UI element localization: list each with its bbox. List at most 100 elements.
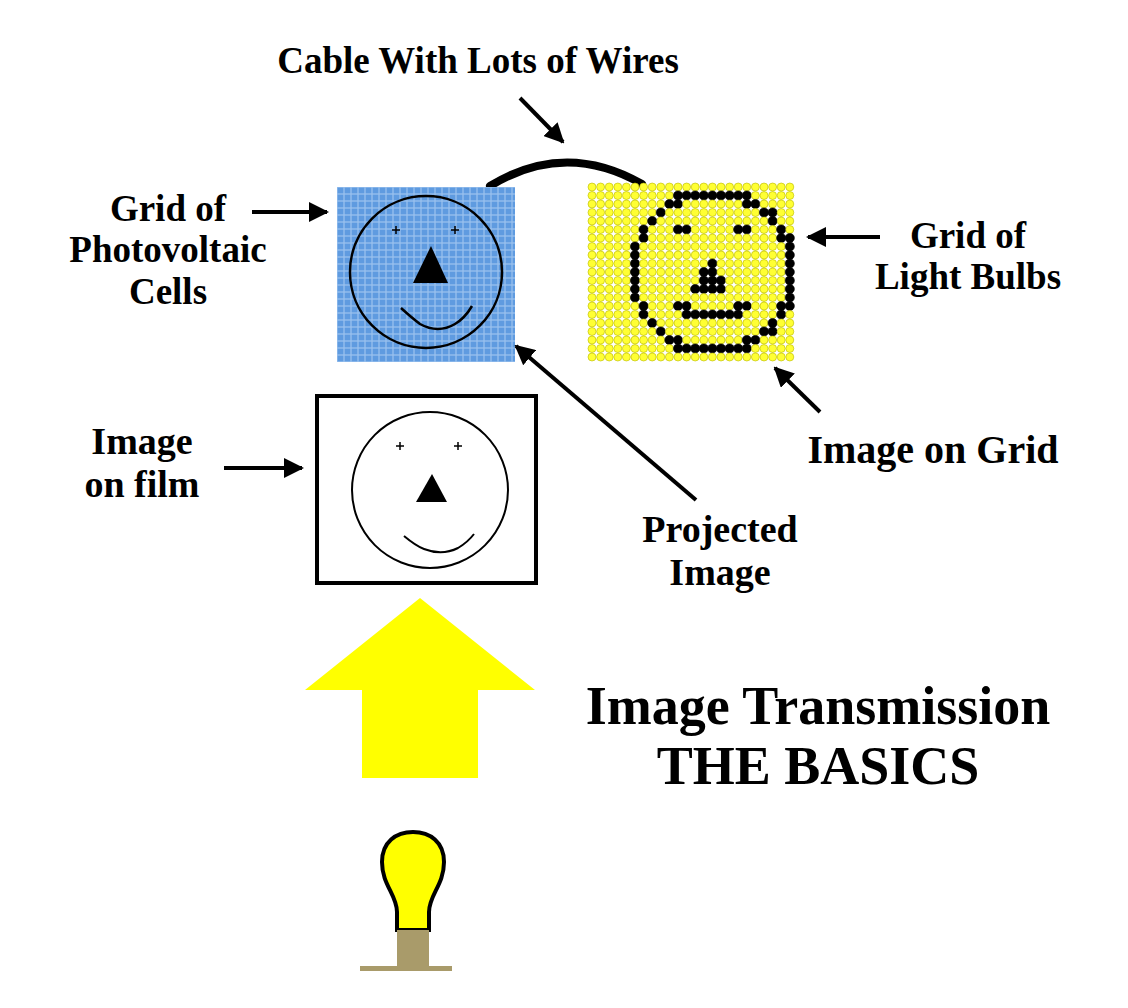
bulb-dot bbox=[588, 260, 596, 268]
callout-label: Image on film bbox=[77, 420, 207, 505]
bulb-dot bbox=[605, 243, 613, 251]
bulb-dot bbox=[751, 192, 759, 200]
bulb-dot bbox=[751, 183, 759, 191]
bulb-dot bbox=[760, 260, 768, 268]
bulb-dot bbox=[657, 217, 665, 225]
bulb-dot bbox=[734, 310, 743, 319]
bulb-dot bbox=[717, 200, 725, 208]
bulb-dot bbox=[588, 209, 596, 217]
bulb-dot bbox=[700, 260, 708, 268]
bulb-dot bbox=[760, 217, 768, 225]
bulb-dot bbox=[631, 209, 639, 217]
bulb-dot bbox=[691, 310, 700, 319]
bulb-dot bbox=[665, 199, 674, 208]
bulb-dot bbox=[597, 328, 605, 336]
bulb-dot bbox=[682, 344, 691, 353]
bulb-dot bbox=[622, 294, 630, 302]
bulb-dot bbox=[605, 251, 613, 259]
bulb-dot bbox=[640, 192, 648, 200]
bulb-dot bbox=[777, 336, 785, 344]
bulb-dot bbox=[674, 285, 682, 293]
bulb-dot bbox=[786, 311, 794, 319]
bulb-dot bbox=[726, 251, 734, 259]
bulb-dot bbox=[597, 285, 605, 293]
bulb-dot bbox=[648, 243, 656, 251]
bulb-dot bbox=[717, 183, 725, 191]
bulb-dot bbox=[760, 268, 768, 276]
bulb-dot bbox=[640, 217, 648, 225]
callout-label: Image on Grid bbox=[783, 428, 1083, 473]
bulb-dot bbox=[708, 294, 716, 302]
bulb-dot bbox=[708, 234, 716, 242]
bulb-dot bbox=[734, 225, 743, 234]
bulb-dot bbox=[674, 277, 682, 285]
bulb-dot bbox=[648, 345, 656, 353]
bulb-dot bbox=[597, 217, 605, 225]
bulb-dot bbox=[622, 285, 630, 293]
bulb-dot bbox=[605, 353, 613, 361]
bulb-dot bbox=[640, 277, 648, 285]
bulb-dot bbox=[665, 192, 673, 200]
bulb-dot bbox=[614, 328, 622, 336]
bulb-dot bbox=[717, 319, 725, 327]
bulb-dot bbox=[734, 277, 742, 285]
bulb-dot bbox=[785, 259, 794, 268]
bulb-dot bbox=[691, 294, 699, 302]
bulb-dot bbox=[786, 217, 794, 225]
bulb-dot bbox=[726, 243, 734, 251]
bulb-dot bbox=[648, 285, 656, 293]
bulb-dot bbox=[597, 302, 605, 310]
bulb-dot bbox=[682, 225, 691, 234]
bulb-dot bbox=[734, 294, 742, 302]
bulb-dot bbox=[743, 285, 751, 293]
bulb-dot bbox=[769, 294, 777, 302]
bulb-dot bbox=[760, 285, 768, 293]
bulb-dot bbox=[640, 336, 648, 344]
bulb-dot bbox=[665, 260, 673, 268]
bulb-dot bbox=[786, 192, 794, 200]
bulb-dot bbox=[657, 353, 665, 361]
bulb-dot bbox=[683, 209, 691, 217]
bulb-dot bbox=[597, 200, 605, 208]
bulb-dot bbox=[760, 192, 768, 200]
bulb-dot bbox=[751, 302, 759, 310]
bulb-dot bbox=[717, 328, 725, 336]
bulb-dot bbox=[674, 294, 682, 302]
bulb-dot bbox=[734, 217, 742, 225]
bulb-dot bbox=[777, 233, 786, 242]
bulb-dot bbox=[734, 319, 742, 327]
bulb-dot bbox=[673, 301, 682, 310]
bulb-dot bbox=[657, 319, 665, 327]
bulb-dot bbox=[726, 319, 734, 327]
bulb-dot bbox=[777, 209, 785, 217]
bulb-dot bbox=[631, 311, 639, 319]
bulb-dot bbox=[657, 277, 665, 285]
bulb-dot bbox=[665, 302, 673, 310]
bulb-dot bbox=[786, 353, 794, 361]
bulb-dot bbox=[657, 336, 665, 344]
bulb-dot bbox=[674, 328, 682, 336]
bulb-dot bbox=[665, 294, 673, 302]
bulb-dot bbox=[614, 217, 622, 225]
bulb-dot bbox=[622, 251, 630, 259]
bulb-dot bbox=[622, 311, 630, 319]
bulb-dot bbox=[588, 217, 596, 225]
bulb-dot bbox=[743, 209, 751, 217]
bulb-dot bbox=[743, 260, 751, 268]
bulb-dot bbox=[743, 294, 751, 302]
bulb-dot bbox=[640, 209, 648, 217]
bulb-dot bbox=[648, 353, 656, 361]
bulb-dot bbox=[777, 294, 785, 302]
bulb-dot bbox=[597, 345, 605, 353]
bulb-dot bbox=[657, 302, 665, 310]
bulb-dot bbox=[691, 344, 700, 353]
bulb-dot bbox=[691, 226, 699, 234]
bulb-dot bbox=[734, 336, 742, 344]
light-bulb-grid bbox=[588, 183, 794, 361]
bulb-dot bbox=[760, 319, 768, 327]
bulb-dot bbox=[682, 301, 691, 310]
bulb-dot bbox=[743, 319, 751, 327]
bulb-dot bbox=[700, 183, 708, 191]
bulb-dot bbox=[622, 353, 630, 361]
bulb-dot bbox=[605, 285, 613, 293]
